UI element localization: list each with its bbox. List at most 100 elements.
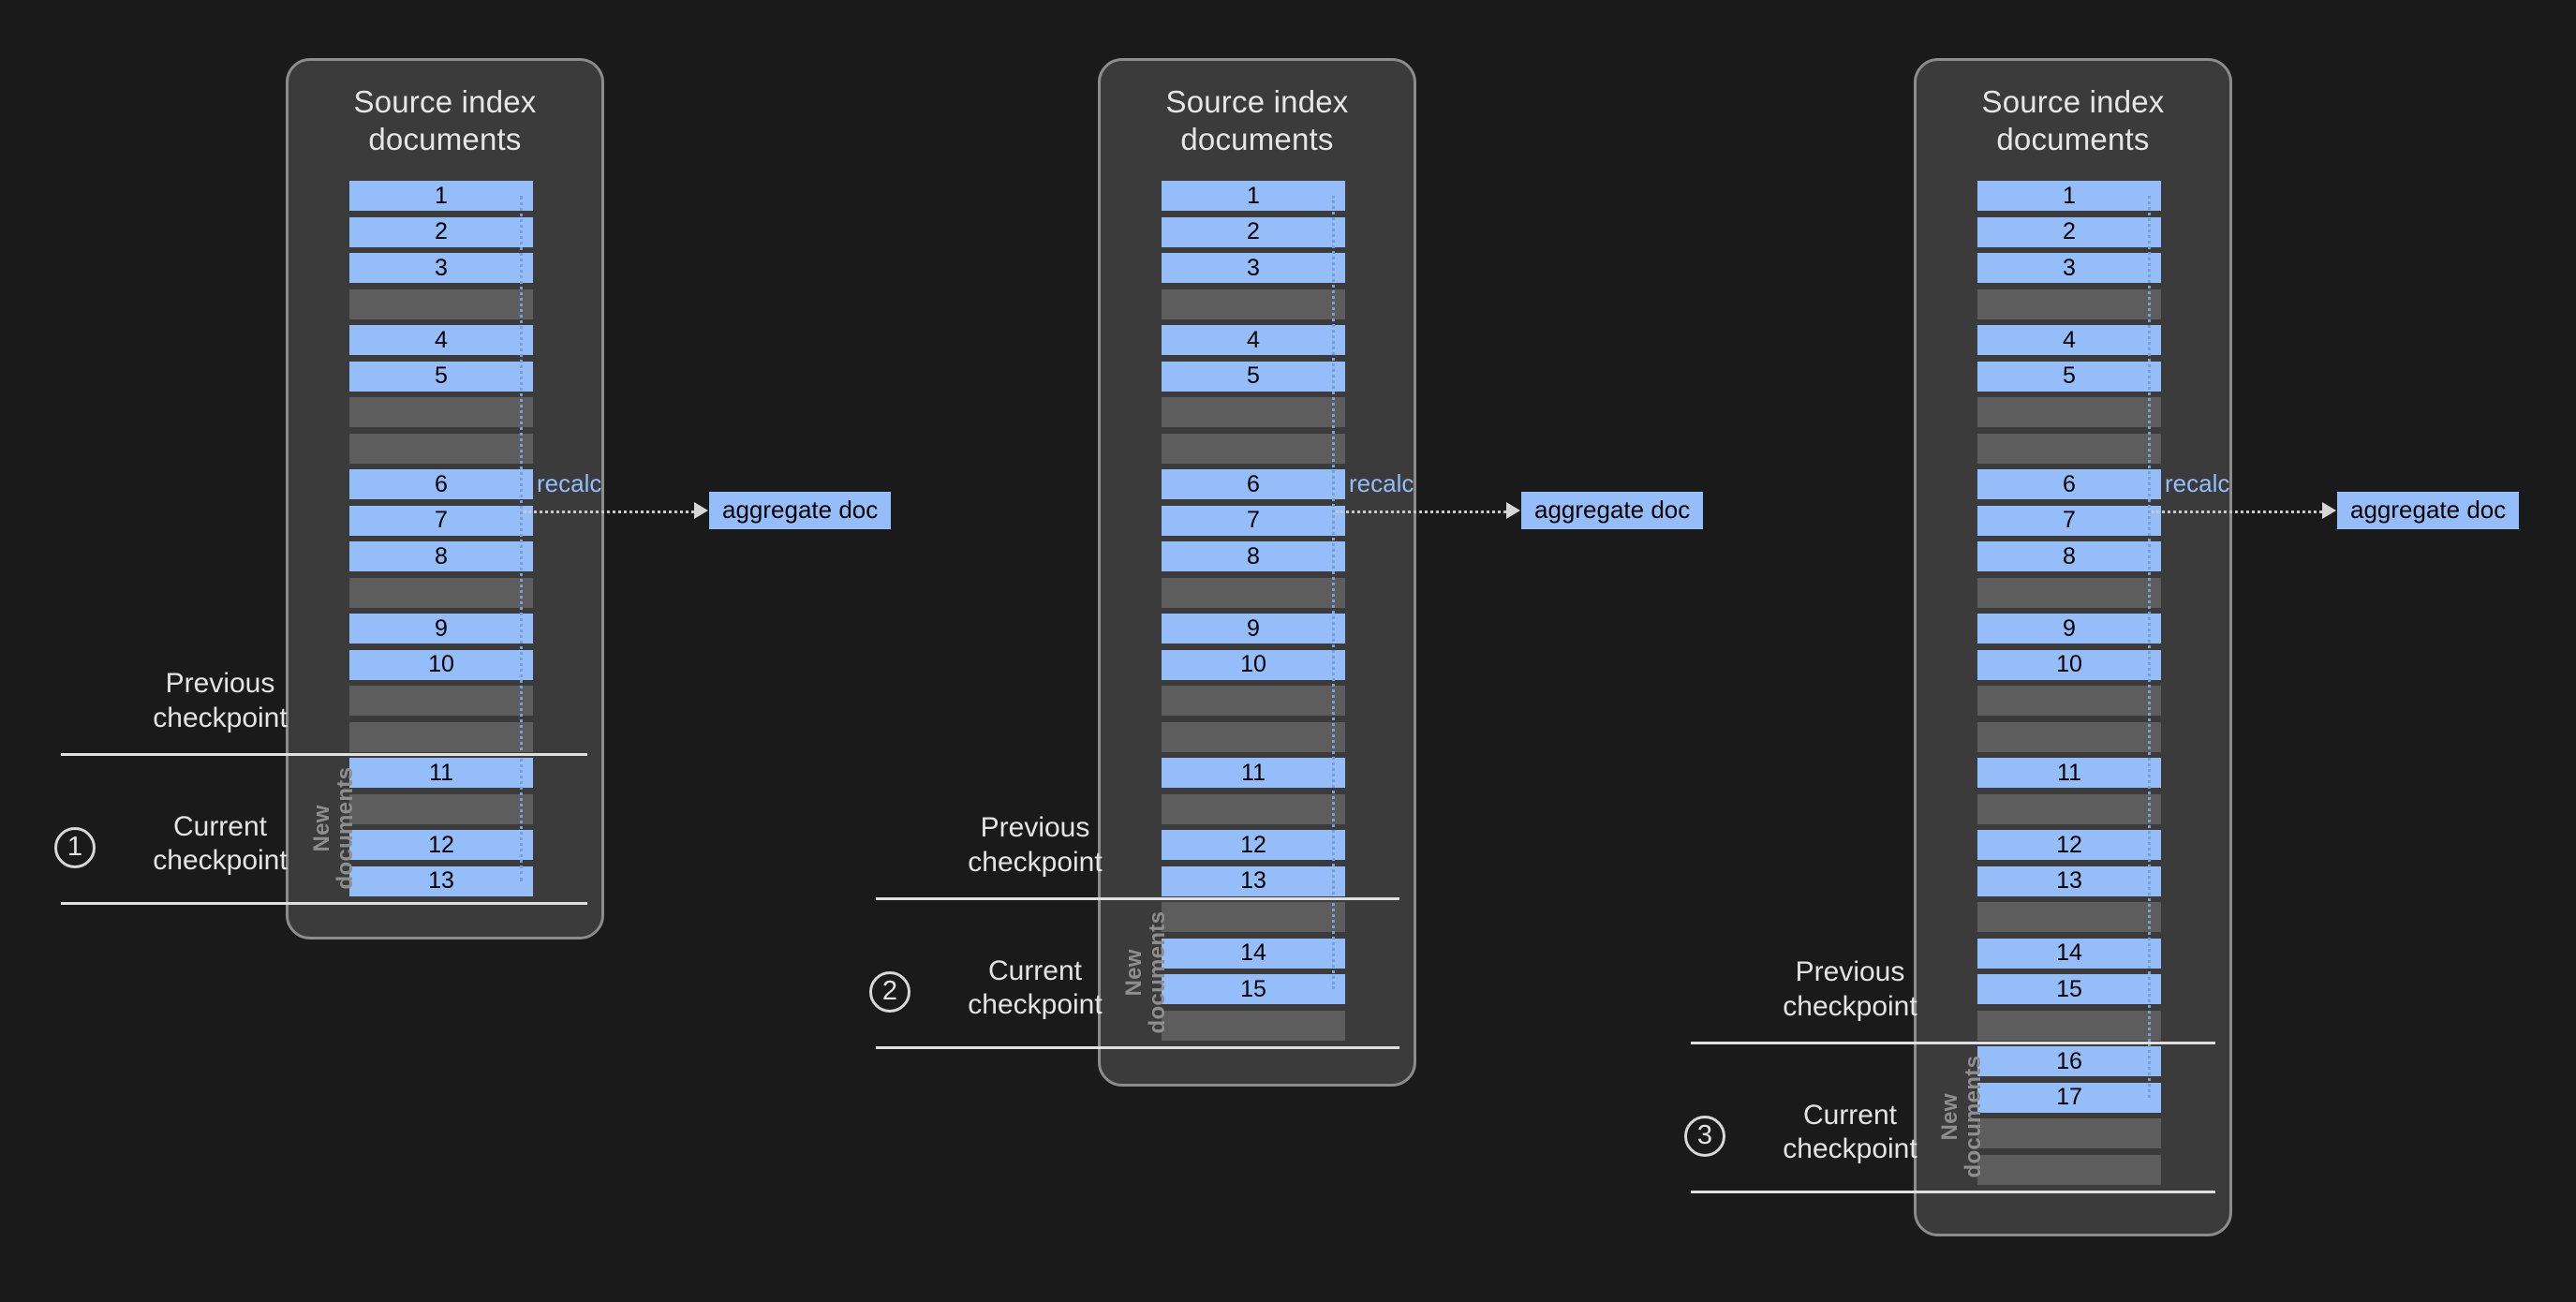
document-row: 4 [1162, 325, 1345, 355]
connector-dotted-v [520, 196, 523, 881]
document-row: 12 [1977, 830, 2161, 860]
panel-title: Source index documents [353, 84, 537, 157]
previous-checkpoint-rule [61, 753, 587, 756]
empty-row [349, 433, 533, 464]
document-row: 14 [1162, 938, 1345, 969]
recalc-arrow-head [1506, 502, 1520, 519]
document-row: 1 [349, 181, 533, 211]
new-documents-label: New documents [1121, 910, 1171, 1034]
document-row: 12 [349, 830, 533, 860]
document-row: 7 [349, 505, 533, 536]
connector-dotted-v [2148, 196, 2151, 1098]
empty-row [1977, 902, 2161, 932]
previous-checkpoint-label: Previous checkpoint [153, 668, 288, 733]
recalc-arrow-head [2322, 502, 2336, 519]
document-row: 2 [1977, 216, 2161, 247]
recalc-label: recalc [1349, 469, 1414, 497]
document-row: 2 [349, 216, 533, 247]
document-row: 10 [1162, 649, 1345, 680]
recalc-arrow-line [524, 510, 694, 513]
recalc-arrow-head [694, 502, 708, 519]
document-row: 7 [1977, 505, 2161, 536]
empty-row [1977, 433, 2161, 464]
empty-row [349, 397, 533, 427]
document-row: 13 [1977, 866, 2161, 896]
document-row: 15 [1162, 974, 1345, 1004]
empty-row [1162, 433, 1345, 464]
empty-row [349, 686, 533, 716]
document-row: 12 [1162, 830, 1345, 860]
empty-row [1977, 793, 2161, 824]
empty-row [1162, 721, 1345, 752]
current-checkpoint-rule [876, 1045, 1399, 1049]
empty-row [1977, 1118, 2161, 1148]
previous-checkpoint-rule [876, 897, 1399, 900]
document-row: 9 [349, 614, 533, 644]
current-checkpoint-rule [1691, 1190, 2215, 1193]
document-row: 6 [1162, 469, 1345, 499]
empty-row [1162, 1010, 1345, 1041]
document-row: 1 [1162, 181, 1345, 211]
document-row: 10 [349, 649, 533, 680]
panel-title: Source index documents [1981, 84, 2165, 157]
empty-row [1162, 686, 1345, 716]
current-checkpoint-label: Current checkpoint [153, 810, 288, 877]
document-row: 2 [1162, 216, 1345, 247]
empty-row [1977, 289, 2161, 319]
previous-checkpoint-label: Previous checkpoint [1783, 956, 1917, 1022]
new-documents-label: New documents [1937, 1055, 1987, 1178]
document-row: 7 [1162, 505, 1345, 536]
document-row: 5 [1977, 361, 2161, 392]
document-row: 4 [349, 325, 533, 355]
empty-row [1977, 721, 2161, 752]
empty-row [349, 793, 533, 824]
panel-title: Source index documents [1165, 84, 1349, 157]
previous-checkpoint-rule [1691, 1042, 2215, 1044]
step-badge-1: 1 [54, 826, 96, 868]
current-checkpoint-rule [61, 901, 587, 905]
document-row: 11 [1162, 758, 1345, 788]
document-row: 6 [1977, 469, 2161, 499]
recalc-arrow-line [2152, 510, 2322, 513]
recalc-arrow-line [1336, 510, 1506, 513]
document-row: 15 [1977, 974, 2161, 1004]
document-row: 14 [1977, 938, 2161, 969]
document-row: 4 [1977, 325, 2161, 355]
empty-row [349, 577, 533, 608]
aggregate-doc-box: aggregate doc [2337, 492, 2520, 529]
empty-row [1162, 289, 1345, 319]
empty-row [1162, 793, 1345, 824]
document-row: 3 [349, 253, 533, 283]
current-checkpoint-label: Current checkpoint [968, 954, 1103, 1021]
document-row: 16 [1977, 1046, 2161, 1076]
previous-checkpoint-label: Previous checkpoint [968, 812, 1103, 878]
connector-dotted-v [1332, 196, 1335, 989]
document-row: 11 [349, 758, 533, 788]
new-documents-label: New documents [309, 766, 359, 890]
document-row: 9 [1977, 614, 2161, 644]
document-row: 5 [1162, 361, 1345, 392]
empty-row [1162, 397, 1345, 427]
document-row: 13 [1162, 866, 1345, 896]
step-badge-2: 2 [869, 970, 910, 1013]
document-row: 3 [1977, 253, 2161, 283]
empty-row [1162, 902, 1345, 932]
document-row: 6 [349, 469, 533, 499]
document-row: 3 [1162, 253, 1345, 283]
document-row: 11 [1977, 758, 2161, 788]
empty-row [1977, 1154, 2161, 1185]
document-row: 8 [1977, 541, 2161, 571]
document-row: 13 [349, 866, 533, 896]
current-checkpoint-label: Current checkpoint [1783, 1099, 1917, 1165]
empty-row [1162, 577, 1345, 608]
document-row: 1 [1977, 181, 2161, 211]
empty-row [1977, 1010, 2161, 1041]
document-row: 17 [1977, 1082, 2161, 1113]
document-row: 8 [349, 541, 533, 571]
recalc-label: recalc [537, 469, 602, 497]
empty-row [1977, 686, 2161, 716]
step-badge-3: 3 [1684, 1115, 1725, 1157]
empty-row [349, 289, 533, 319]
aggregate-doc-box: aggregate doc [1521, 492, 1704, 529]
